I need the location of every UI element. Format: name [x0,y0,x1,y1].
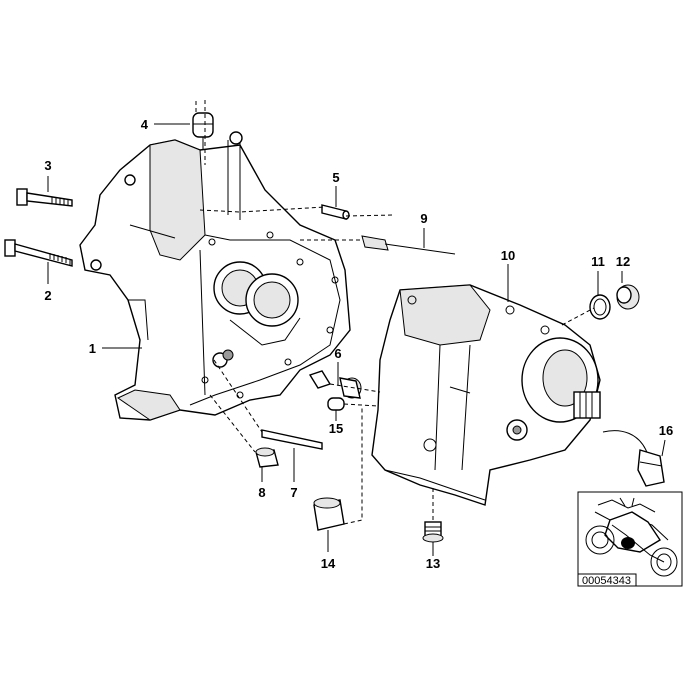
callout-7: 7 [290,485,297,500]
callout-2: 2 [44,288,51,303]
sleeve-6 [308,370,362,399]
drain-plug-13 [422,521,444,543]
callout-14: 14 [321,556,336,571]
callout-6: 6 [334,346,341,361]
callout-8: 8 [258,485,265,500]
callout-10: 10 [501,248,515,263]
callout-4: 4 [141,117,149,132]
sensor-16 [602,430,665,487]
bolt-2 [4,239,73,267]
callout-16: 16 [659,423,673,438]
sleeve-14 [313,497,345,531]
callout-3: 3 [44,158,51,173]
callout-1: 1 [89,341,96,356]
pin-7 [261,429,323,450]
diagram-reference-code: 00054343 [582,575,631,587]
breather-cap [192,112,214,150]
callout-13: 13 [426,556,440,571]
callout-5: 5 [332,170,339,185]
seal-ring-11 [589,294,611,320]
motorcycle-locator-inset: 00054343 [577,491,683,587]
seal-strip-9 [361,235,456,255]
callout-9: 9 [420,211,427,226]
bushing-8 [255,447,279,468]
pin-15 [327,397,345,411]
dowel-pin-5 [321,204,350,220]
callout-12: 12 [616,254,630,269]
callout-15: 15 [329,421,343,436]
plug-12 [616,284,640,310]
housing-right [371,284,601,506]
bolt-3 [16,188,73,207]
callout-11: 11 [591,254,605,269]
housing-left [79,131,351,421]
